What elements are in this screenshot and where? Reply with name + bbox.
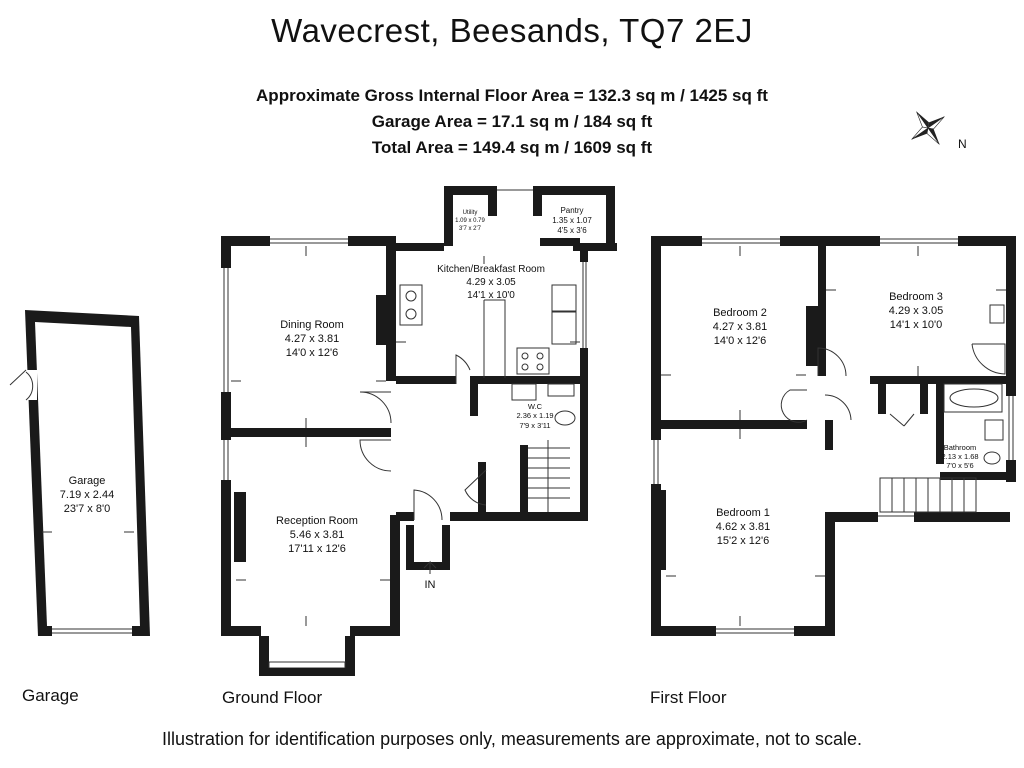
bedroom2-room-name: Bedroom 2 <box>713 307 767 319</box>
dining-room-metric: 4.27 x 3.81 <box>285 333 339 345</box>
garage-plan: Garage 7.19 x 2.44 23'7 x 8'0 <box>9 310 150 636</box>
reception-room-metric: 5.46 x 3.81 <box>290 529 344 541</box>
utility-room-imperial: 3'7 x 2'7 <box>459 226 482 232</box>
bedroom2-room-imperial: 14'0 x 12'6 <box>714 335 767 347</box>
garage-room-metric: 7.19 x 2.44 <box>60 489 114 501</box>
garage-room-name: Garage <box>69 475 106 487</box>
utility-room-metric: 1.09 x 0.79 <box>455 218 485 224</box>
ground-floor-label: Ground Floor <box>222 688 323 707</box>
disclaimer-text: Illustration for identification purposes… <box>161 729 863 749</box>
bedroom2-room-metric: 4.27 x 3.81 <box>713 321 767 333</box>
pantry-room-name: Pantry <box>560 206 583 215</box>
compass-north-label: N <box>958 137 967 151</box>
bedroom3-room-name: Bedroom 3 <box>889 291 943 303</box>
entrance-label: IN <box>425 579 436 591</box>
dining-room-name: Dining Room <box>280 319 344 331</box>
reception-room-imperial: 17'11 x 12'6 <box>288 543 346 555</box>
pantry-room-imperial: 4'5 x 3'6 <box>557 226 587 235</box>
bedroom1-room-imperial: 15'2 x 12'6 <box>717 535 770 547</box>
dining-room-imperial: 14'0 x 12'6 <box>286 347 339 359</box>
bedroom3-room-metric: 4.29 x 3.05 <box>889 305 943 317</box>
total-area-text: Total Area = 149.4 sq m / 1609 sq ft <box>371 138 653 157</box>
kitchen-room-imperial: 14'1 x 10'0 <box>467 290 515 301</box>
garage-floor-label: Garage <box>22 686 79 705</box>
bedroom1-room-name: Bedroom 1 <box>716 507 770 519</box>
compass-rose-icon <box>911 111 945 145</box>
kitchen-room-metric: 4.29 x 3.05 <box>466 277 516 288</box>
wc-room-name: W.C <box>528 402 543 411</box>
page-title: Wavecrest, Beesands, TQ7 2EJ <box>271 12 753 49</box>
wc-room-metric: 2.36 x 1.19 <box>516 411 553 420</box>
bedroom3-room-imperial: 14'1 x 10'0 <box>890 319 943 331</box>
garage-area-text: Garage Area = 17.1 sq m / 184 sq ft <box>371 112 653 131</box>
garage-room-imperial: 23'7 x 8'0 <box>64 503 110 515</box>
ground-floor-plan: Dining Room 4.27 x 3.81 14'0 x 12'6 Kitc… <box>221 186 617 676</box>
bathroom-room-metric: 2.13 x 1.68 <box>941 452 978 461</box>
bathroom-room-imperial: 7'0 x 5'6 <box>946 461 973 470</box>
bathroom-room-name: Bathroom <box>944 443 977 452</box>
bedroom1-room-metric: 4.62 x 3.81 <box>716 521 770 533</box>
kitchen-room-name: Kitchen/Breakfast Room <box>437 264 545 275</box>
first-floor-label: First Floor <box>650 688 727 707</box>
first-floor-plan: Bedroom 2 4.27 x 3.81 14'0 x 12'6 Bedroo… <box>651 236 1016 636</box>
utility-room-name: Utility <box>463 210 478 216</box>
pantry-room-metric: 1.35 x 1.07 <box>552 216 592 225</box>
reception-room-name: Reception Room <box>276 515 358 527</box>
gross-area-text: Approximate Gross Internal Floor Area = … <box>256 86 768 105</box>
wc-room-imperial: 7'9 x 3'11 <box>519 421 550 430</box>
